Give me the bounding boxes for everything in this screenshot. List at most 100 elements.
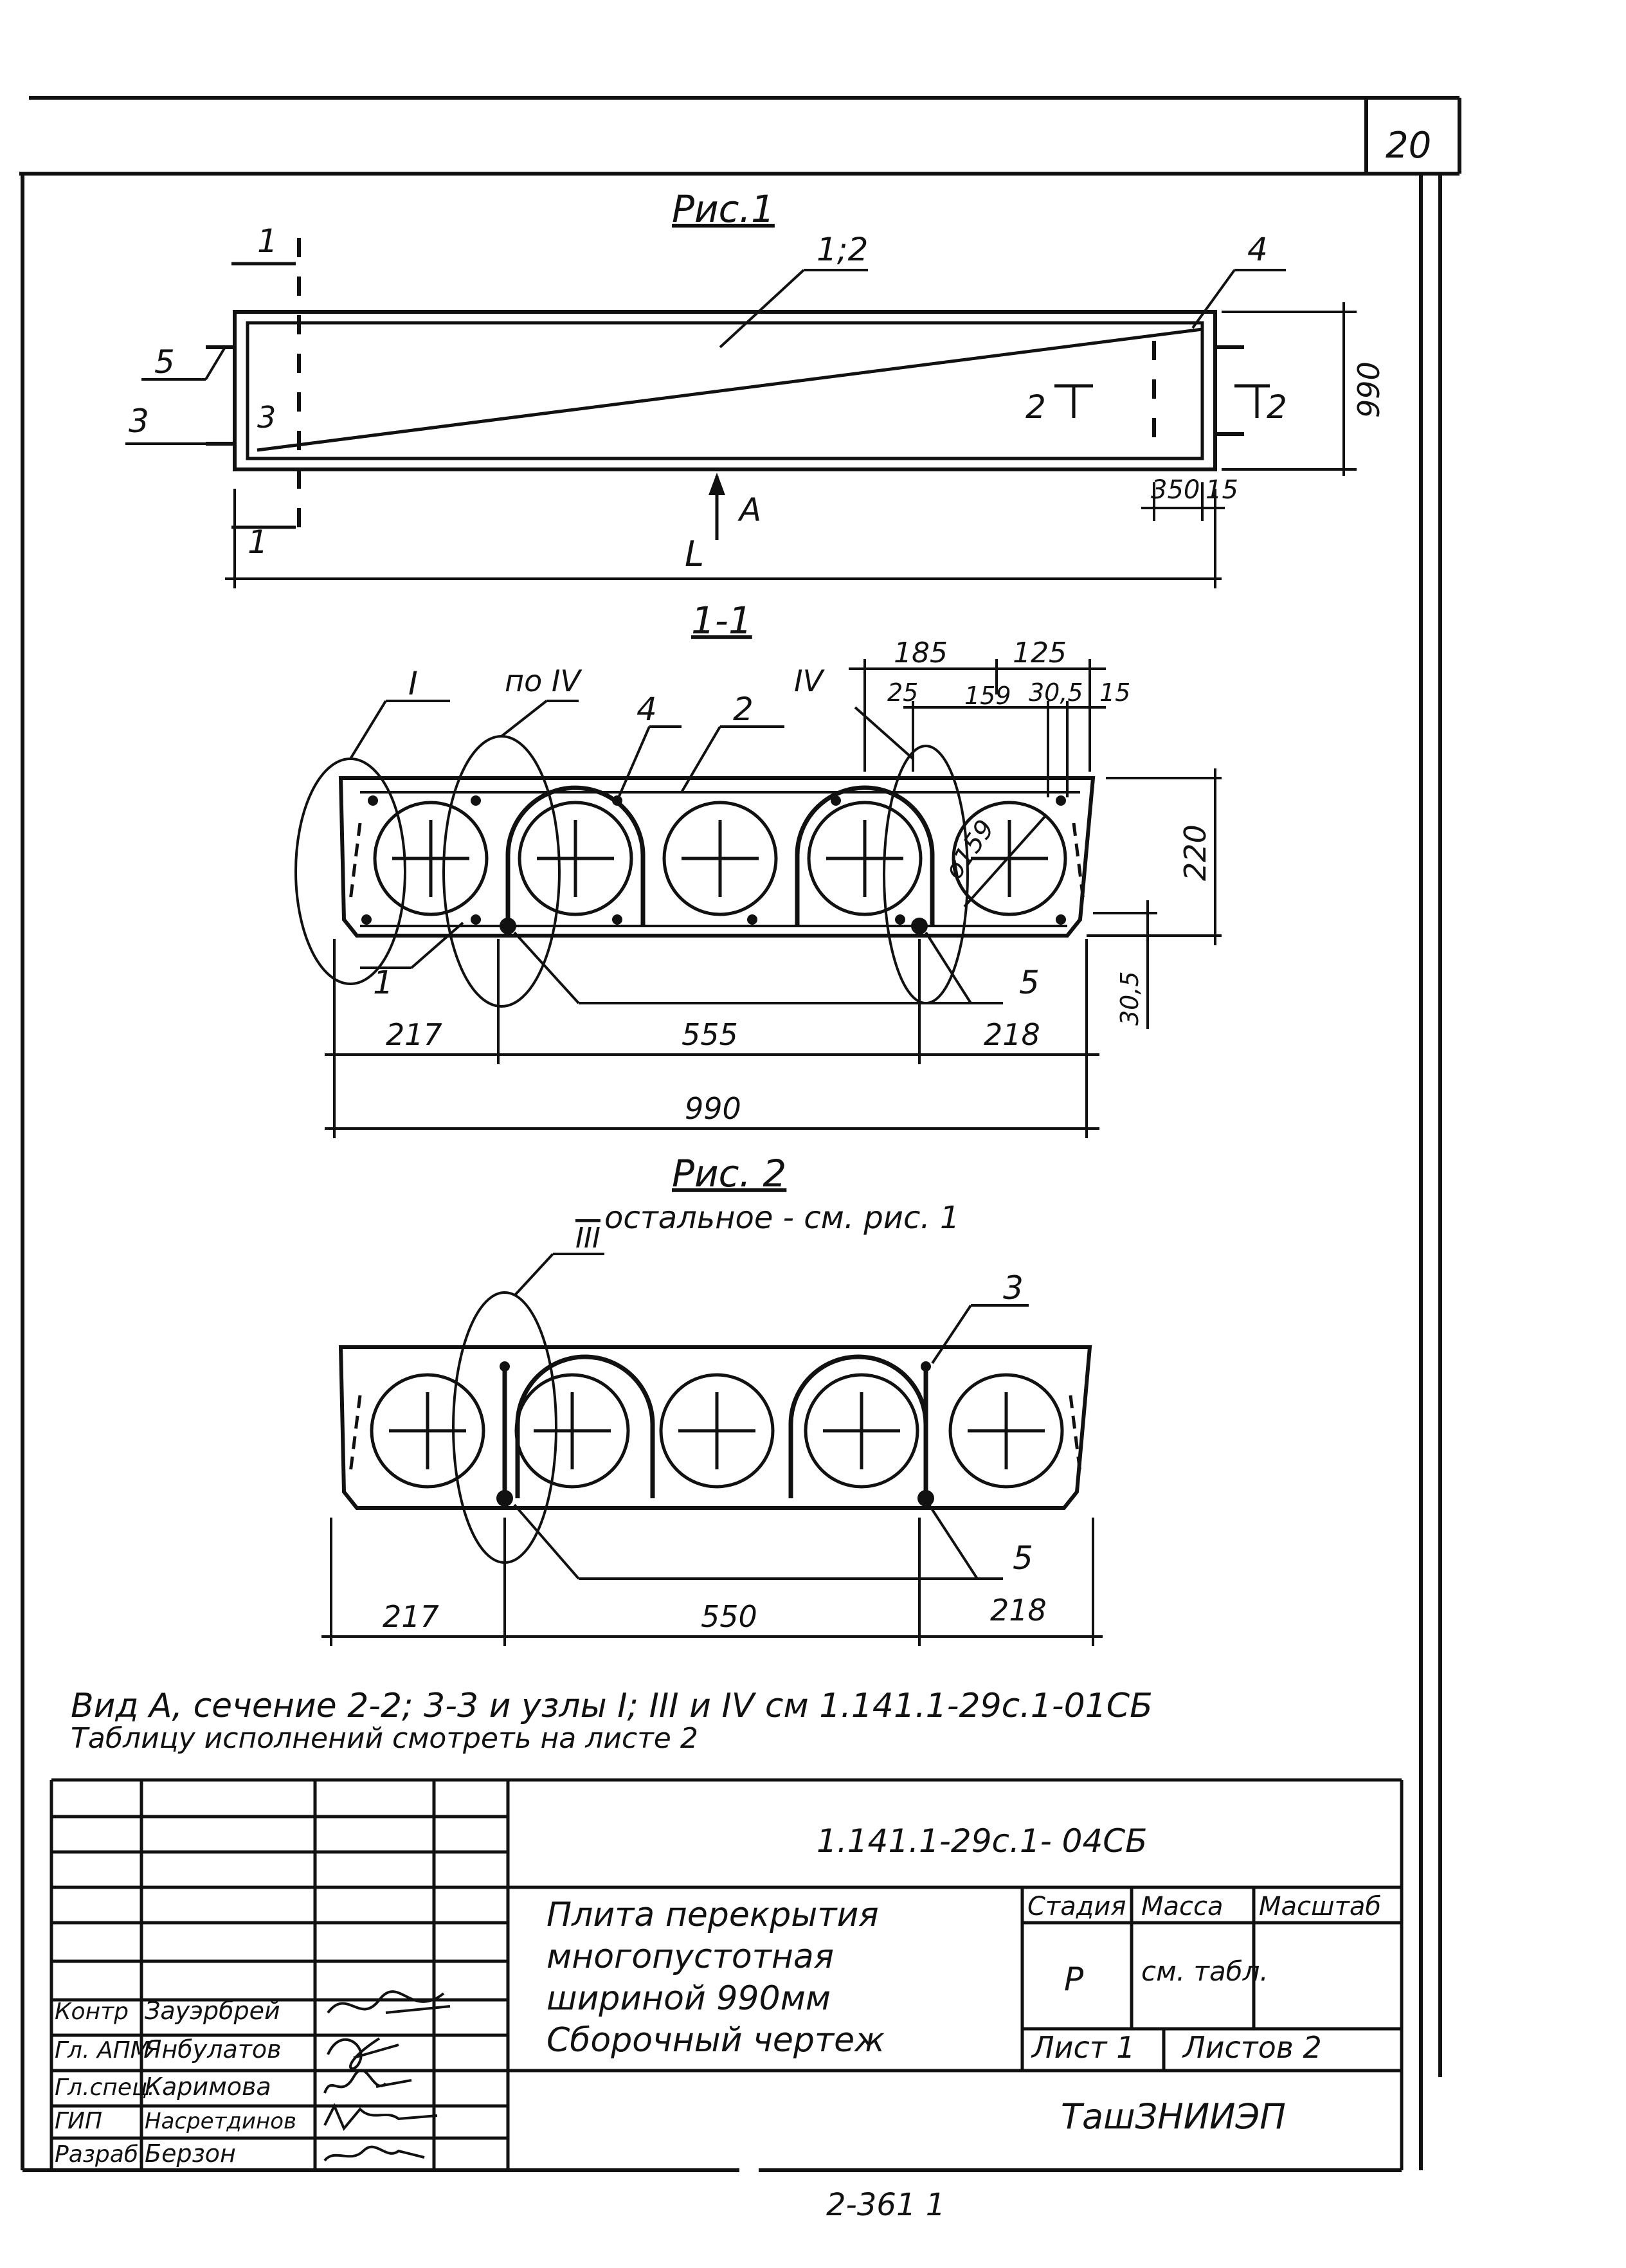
fig1-label-12: 1;2	[817, 231, 868, 268]
section-1-1-dim-30-5-side: 30,5	[1116, 971, 1144, 1026]
section-1-1-end-notches	[348, 822, 1085, 901]
fig1-dim-350: 350	[1151, 475, 1200, 505]
fig1-dim-990: 990	[1351, 361, 1386, 418]
section-1-1-dim-217: 217	[386, 1017, 442, 1052]
section-1-1-dim-555: 555	[682, 1017, 738, 1052]
col-scale-header: Масштаб	[1259, 1892, 1381, 1921]
fig1-cut-1-bottom: 1	[248, 523, 268, 561]
section-1-1-bottom-dims	[325, 939, 1099, 1138]
signature-role: Контр	[55, 1999, 129, 2025]
fig1-leaders	[125, 269, 1286, 445]
section-1-1-label-4: 4	[637, 691, 657, 728]
fig1-dim-15: 15	[1206, 475, 1238, 505]
sheet-number: 20	[1386, 125, 1431, 167]
section-1-1-dia-leader	[963, 815, 1046, 908]
section-1-1-dim-220: 220	[1178, 824, 1213, 881]
fig2-voids	[370, 1373, 1064, 1489]
cut-lines	[297, 238, 1156, 540]
section-1-1-dim-159: 159	[964, 682, 1011, 710]
section-1-1-node-i: I	[408, 665, 418, 702]
fig2-title: Рис. 2	[672, 1152, 786, 1195]
drawing-name-line-2: многопустотная	[547, 1937, 834, 1976]
section-1-1-label-2: 2	[733, 691, 754, 728]
signature-name: Берзон	[145, 2139, 236, 2168]
section-1-1-dim-15: 15	[1099, 678, 1130, 707]
section-1-1-dim-990: 990	[685, 1091, 741, 1126]
section-1-1-dim-30-5-top: 30,5	[1029, 678, 1083, 707]
drawing-name-line-3: шириной 990мм	[547, 1979, 831, 2018]
section-1-1-dim-25: 25	[887, 678, 918, 707]
fig2-leaders	[513, 1253, 1029, 1580]
fig1-cut-2-left: 2	[1025, 388, 1046, 426]
sheet-frame	[19, 96, 1461, 2172]
fig1-label-3-left: 3	[129, 403, 149, 440]
fig1-label-5: 5	[154, 343, 175, 381]
section-1-1-bars	[361, 795, 1066, 934]
section-1-1-outline	[338, 776, 1096, 938]
fig1-label-3-inner: 3	[257, 400, 276, 435]
section-1-1-label-1: 1	[373, 964, 393, 1001]
note-line-1: Вид А, сечение 2-2; 3-3 и узлы I; III и …	[71, 1687, 1153, 1725]
fig2-loops	[502, 1354, 928, 1498]
fig1-view-a: А	[737, 491, 761, 529]
fig1-label-4: 4	[1247, 231, 1268, 268]
slab-inner-outline	[246, 321, 1204, 460]
fig2-bottom-dims	[321, 1518, 1103, 1646]
signature-role: ГИП	[55, 2108, 102, 2134]
fig2-label-3: 3	[1003, 1269, 1024, 1307]
rebar-diagonal	[257, 327, 1203, 452]
signature-name: Янбулатов	[144, 2035, 282, 2064]
mass-value: см. табл.	[1141, 1955, 1269, 1987]
signature-rows: Контр Зауэрбрей Гл. АПМ Янбулатов Гл.спе…	[55, 1997, 296, 2168]
fig2-node-iii: III	[575, 1222, 601, 1255]
fig1-title: Рис.1	[672, 187, 775, 231]
section-1-1-dia-159: ø159	[939, 815, 1000, 885]
organization: ТашЗНИИЭП	[1061, 2096, 1286, 2137]
section-1-1-top-dims	[849, 659, 1106, 797]
section-1-1-dim-185: 185	[894, 637, 948, 669]
view-a-arrow	[709, 473, 725, 540]
fig2-section: Рис. 2 остальное - см. рис. 1	[321, 1152, 1103, 1646]
section-1-1-po-iv: по IV	[505, 664, 583, 698]
fig2-outline	[338, 1345, 1092, 1510]
fig1-plan-view: Рис.1	[125, 187, 1386, 588]
stage-value: Р	[1064, 1961, 1084, 1998]
section-1-1-title: 1-1	[691, 599, 752, 642]
signature-role: Гл. АПМ	[55, 2037, 150, 2064]
signature-name: Насретдинов	[145, 2109, 296, 2134]
doc-code: 1.141.1-29с.1- 04СБ	[817, 1822, 1147, 1860]
footer-stamp: 2-361 1	[826, 2187, 945, 2223]
fig1-cut-2-right: 2	[1267, 388, 1287, 426]
fig1-dimensions	[225, 302, 1357, 588]
section-1-1: 1-1	[294, 599, 1222, 1138]
drawing-name-line-1: Плита перекрытия	[547, 1896, 879, 1934]
fig2-dim-550: 550	[701, 1599, 757, 1634]
section-1-1-voids	[373, 801, 1067, 916]
loop-stubs	[206, 345, 1244, 446]
section-1-1-dim-218: 218	[984, 1017, 1040, 1052]
title-block-grid	[50, 1778, 1404, 2170]
fig2-dim-218: 218	[990, 1593, 1047, 1628]
section-1-1-leaders	[349, 700, 1003, 1004]
signature-role: Разраб.	[55, 2141, 145, 2168]
section-1-1-dim-125: 125	[1013, 637, 1067, 669]
section-1-1-loops	[505, 785, 935, 926]
fig1-dim-length: L	[685, 534, 704, 574]
col-stage-header: Стадия	[1027, 1892, 1126, 1921]
col-mass-header: Масса	[1141, 1892, 1224, 1921]
drawing-name-line-4: Сборочный чертеж	[547, 2021, 885, 2060]
signature-name: Каримова	[145, 2073, 271, 2101]
section-1-1-label-5: 5	[1019, 964, 1040, 1001]
fig2-dim-217: 217	[383, 1599, 439, 1634]
section-1-1-right-dims	[1087, 768, 1222, 1029]
section-1-1-rebar-lines	[360, 791, 1080, 927]
section-1-1-node-iv: IV	[794, 664, 826, 698]
sheets-value: Листов 2	[1182, 2030, 1322, 2065]
note-line-2: Таблицу исполнений смотреть на листе 2	[71, 1722, 698, 1755]
cut-arrows	[231, 262, 1270, 529]
signature-name: Зауэрбрей	[145, 1997, 280, 2025]
sheet-value: Лист 1	[1031, 2030, 1135, 2065]
fig2-end-notches	[348, 1395, 1082, 1473]
slab-outline	[233, 310, 1217, 471]
